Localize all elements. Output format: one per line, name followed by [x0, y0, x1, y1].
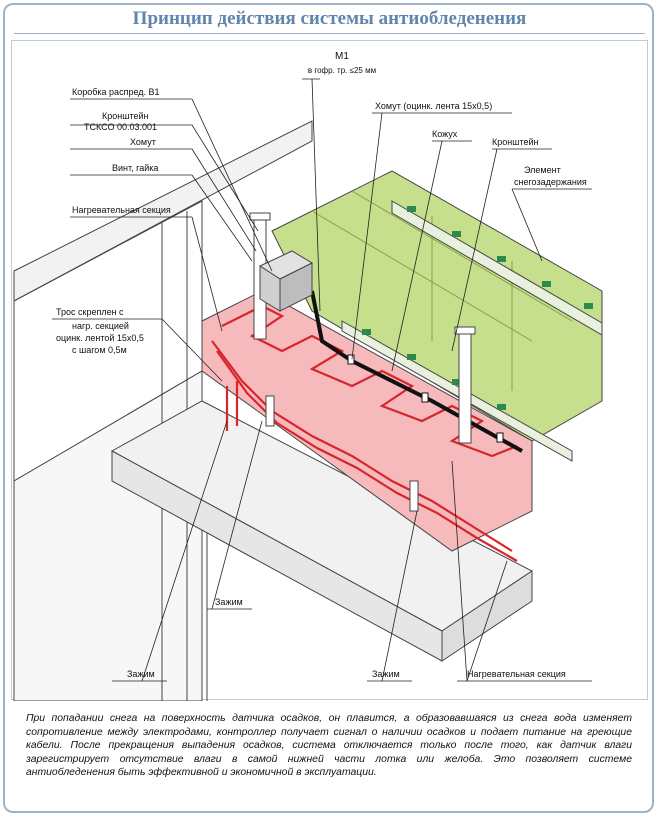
label-clamp-top: Хомут [130, 137, 156, 147]
roof-surface [271, 170, 603, 442]
junction-box-icon [258, 250, 314, 312]
label-m1: М1 [335, 51, 349, 62]
label-junction-box: Коробка распред. В1 [72, 87, 160, 97]
leader-lines [52, 78, 592, 682]
building-walls [13, 120, 533, 701]
label-clamp-band: Хомут (оцинк. лента 15х0,5) [375, 101, 493, 111]
snow-guards [341, 200, 603, 462]
page-title: Принцип действия системы антиобледенения [132, 8, 527, 29]
gutter-brackets [265, 395, 419, 512]
label-heating-section-left: Нагревательная секция [72, 205, 171, 215]
label-rope-4: с шагом 0,5м [72, 345, 127, 355]
label-m1-sub: в гофр. тр. ≤25 мм [307, 66, 377, 75]
anti-icing-diagram [13, 78, 603, 701]
label-clamp-bottom-left: Зажим [127, 669, 155, 679]
diagram-panel: М1 в гофр. тр. ≤25 мм Коробка распред. В… [11, 40, 648, 701]
label-bracket-code-2: ТСКСО 00.03.001 [84, 122, 157, 132]
label-snow-guard-1: Элемент [524, 165, 561, 175]
label-screw-nut: Винт, гайка [112, 163, 159, 173]
label-rope-3: оцинк. лентой 15х0,5 [56, 333, 144, 343]
label-heating-section-bottom: Нагревательная секция [467, 669, 566, 679]
label-casing: Кожух [432, 129, 458, 139]
label-rope-2: нагр. секцией [72, 321, 129, 331]
description-caption: При попадании снега на поверхность датчи… [26, 713, 632, 779]
label-bracket-code-1: Кронштейн [102, 111, 149, 121]
label-bracket: Кронштейн [492, 137, 539, 147]
label-rope-1: Трос скреплен с [56, 307, 124, 317]
label-clamp-bottom-right: Зажим [372, 669, 400, 679]
label-clamp-middle: Зажим [215, 597, 243, 607]
title-divider [14, 33, 645, 34]
cable-clamps [347, 354, 504, 443]
label-snow-guard-2: снегозадержания [514, 177, 587, 187]
